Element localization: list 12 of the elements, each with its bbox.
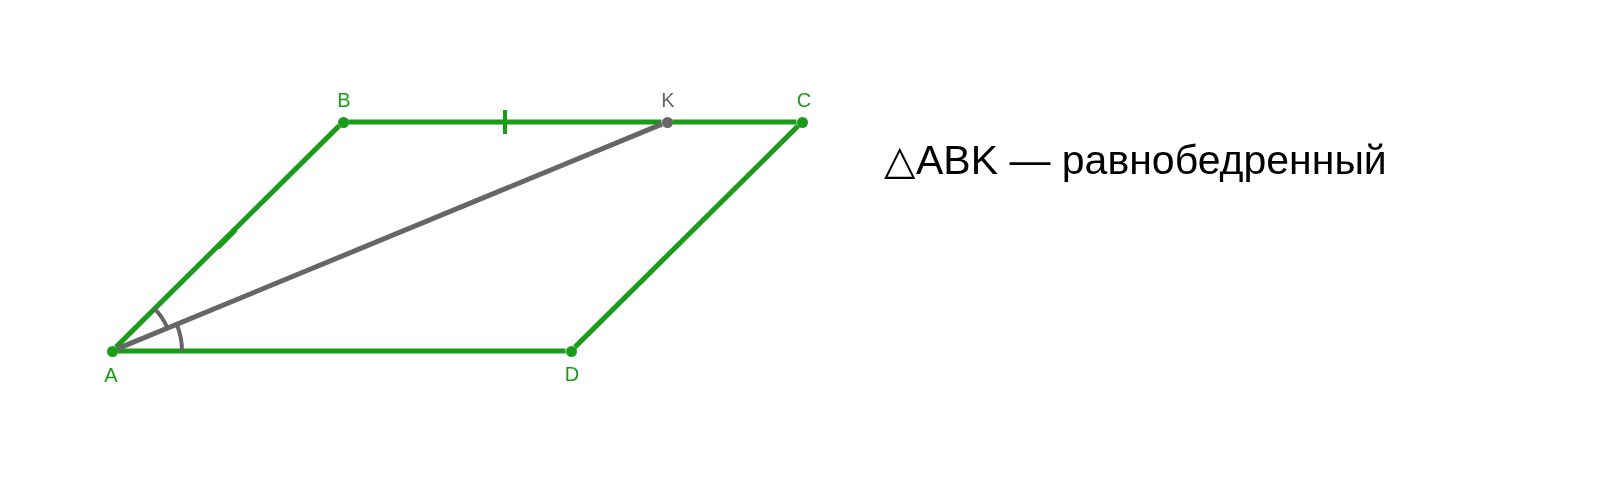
point-label: K: [661, 88, 675, 112]
point-label: C: [796, 88, 812, 112]
line-segment: [348, 119, 662, 125]
point-label: B: [337, 88, 351, 112]
line-segment: [573, 124, 800, 349]
line-segment: [116, 121, 663, 352]
line-segment: [672, 119, 797, 125]
line-segment: [117, 348, 566, 354]
statement-text: △ABK — равнобедренный: [884, 136, 1387, 184]
point-label: A: [104, 363, 118, 387]
line-segment: [114, 124, 341, 349]
point-label: D: [564, 362, 580, 386]
